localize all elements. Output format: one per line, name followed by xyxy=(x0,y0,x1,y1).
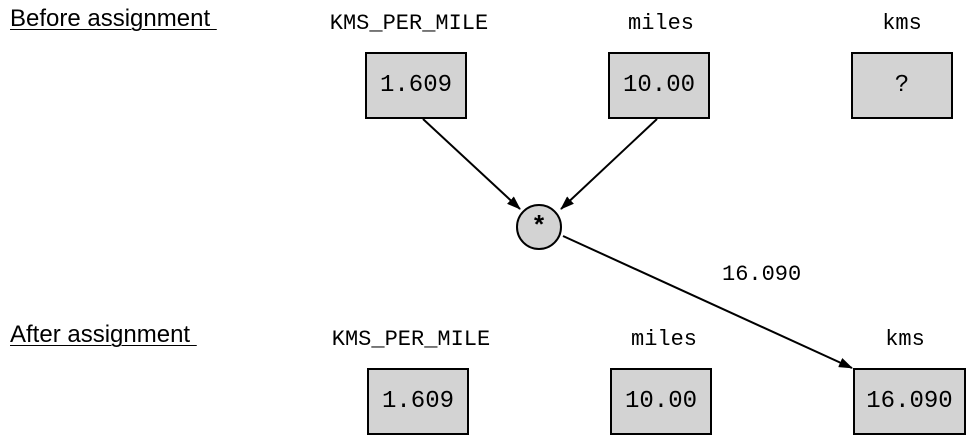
before-kms-box: ? xyxy=(851,52,953,119)
multiply-operator: * xyxy=(516,204,562,250)
after-kms-box: 16.090 xyxy=(853,368,966,435)
arrow-miles-to-multiply xyxy=(560,118,658,210)
after-kms-per-mile-box: 1.609 xyxy=(367,368,469,435)
after-kms-name: kms xyxy=(885,327,925,352)
before-assignment-label: Before assignment xyxy=(10,5,217,32)
before-kms-per-mile-box: 1.609 xyxy=(365,52,467,119)
arrow-multiply-to-kms xyxy=(562,235,853,369)
after-kms-per-mile-name: KMS_PER_MILE xyxy=(331,327,491,352)
before-kms-per-mile-name: KMS_PER_MILE xyxy=(329,11,489,36)
after-assignment-label: After assignment xyxy=(10,321,197,348)
product-result-label: 16.090 xyxy=(722,262,802,287)
after-miles-name: miles xyxy=(630,327,698,352)
arrow-kms-per-mile-to-multiply xyxy=(422,118,521,210)
before-kms-name: kms xyxy=(882,11,922,36)
before-miles-name: miles xyxy=(627,11,695,36)
after-miles-box: 10.00 xyxy=(610,368,712,435)
before-miles-box: 10.00 xyxy=(608,52,710,119)
